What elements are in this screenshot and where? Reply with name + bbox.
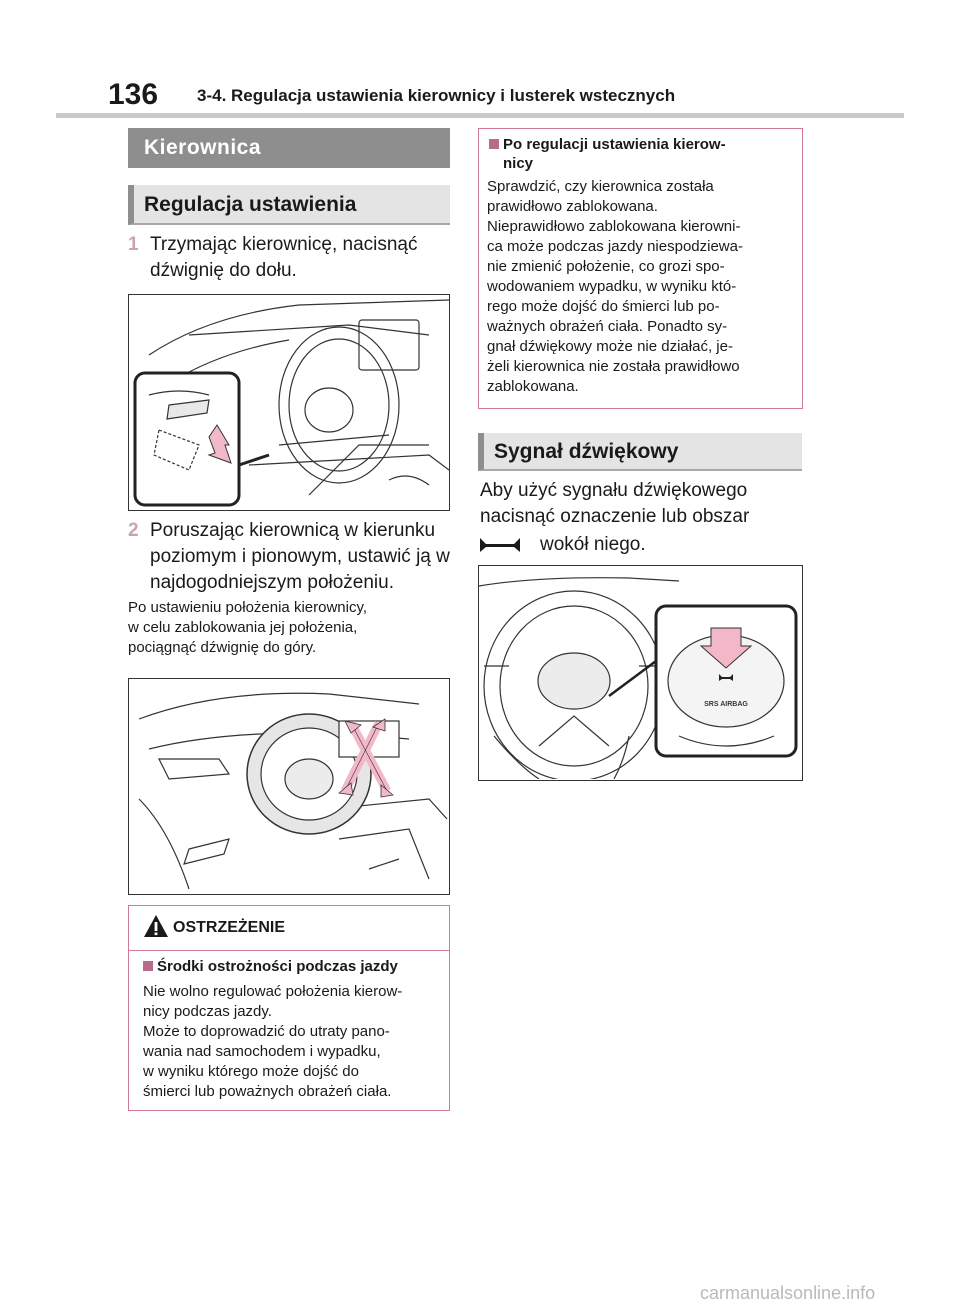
illustration-wheel-move (138, 692, 448, 890)
adjustment-note: Po ustawieniu położenia kierownicy, w ce… (128, 598, 458, 658)
chapter-title: 3-4. Regulacja ustawienia kierownicy i l… (197, 86, 676, 105)
airbag-label: SRS AIRBAG (704, 701, 748, 708)
warning-triangle-icon (144, 915, 168, 937)
page-number: 136 (108, 78, 159, 111)
step-text: Poruszając kierownicą w kierunku poziomy… (150, 520, 450, 593)
warning-body: Nie wolno regulować położenia kierow- ni… (143, 982, 443, 1102)
watermark: carmanualsonline.info (700, 1283, 876, 1303)
subsection-title-regulacja: Regulacja ustawienia (128, 185, 450, 225)
step-number: 1 (128, 234, 139, 255)
info-line: zablokowana. (487, 378, 579, 395)
info-line: żeli kierownica nie została prawidłowo (487, 358, 740, 375)
note-line: w celu zablokowania jej położenia, (128, 619, 358, 636)
info-body: Sprawdzić, czy kierownica została prawid… (487, 177, 797, 397)
info-box-lock-check: Po regulacji ustawienia kierow- nicy Spr… (478, 128, 803, 409)
illustration-lever-down (133, 299, 449, 507)
figure-tilt-lever (128, 294, 450, 511)
figure-wheel-adjust (128, 678, 450, 895)
horn-line: Aby użyć sygnału dźwiękowego (480, 480, 748, 501)
figure-horn-pad: SRS AIRBAG (478, 565, 803, 781)
info-line: ważnych obrażeń ciała. Ponadto sy- (487, 318, 728, 335)
note-line: Po ustawieniu położenia kierownicy, (128, 599, 368, 616)
horn-line: wokół niego. (540, 534, 646, 555)
horn-icon (480, 538, 520, 552)
horn-line: nacisnąć oznaczenie lub obszar (480, 506, 750, 527)
header-rule (56, 113, 904, 118)
warning-line: wania nad samochodem i wypadku, (143, 1043, 381, 1060)
warning-line: Nie wolno regulować położenia kierow- (143, 983, 403, 1000)
warning-subtitle-text: Środki ostrożności podczas jazdy (157, 958, 398, 975)
square-bullet-icon (489, 139, 499, 149)
info-subtitle-line1: Po regulacji ustawienia kierow- (489, 135, 789, 154)
warning-line: w wyniku którego może dojść do (143, 1063, 359, 1080)
warning-header: OSTRZEŻENIE (129, 906, 449, 951)
step-1: 1 Trzymając kierownicę, nacisnąć dźwigni… (128, 232, 458, 288)
illustration-horn-pad: SRS AIRBAG (479, 577, 798, 779)
warning-box: OSTRZEŻENIE Środki ostrożności podczas j… (128, 905, 450, 1111)
warning-line: nicy podczas jazdy. (143, 1003, 272, 1020)
info-subtitle-line2: nicy (503, 155, 534, 172)
warning-line: Może to doprowadzić do utraty pano- (143, 1023, 390, 1040)
info-line: ca może podczas jazdy niespodziewa- (487, 238, 743, 255)
note-line: pociągnąć dźwignię do góry. (128, 639, 317, 656)
info-line: gnał dźwiękowy może nie działać, je- (487, 338, 733, 355)
step-text: Trzymając kierownicę, nacisnąć dźwignię … (150, 234, 418, 281)
square-bullet-icon (143, 961, 153, 971)
info-line: Sprawdzić, czy kierownica została (487, 178, 714, 195)
step-number: 2 (128, 520, 139, 541)
info-line: rego może dojść do śmierci lub po- (487, 298, 720, 315)
subsection-title-sygnal: Sygnał dźwiękowy (478, 433, 802, 471)
info-line: Nieprawidłowo zablokowana kierowni- (487, 218, 741, 235)
step-2: 2 Poruszając kierownicą w kierunku pozio… (128, 518, 458, 600)
info-line: wodowaniem wypadku, w wyniku któ- (487, 278, 737, 295)
section-title-kierownica: Kierownica (128, 128, 450, 168)
info-subtitle: Po regulacji ustawienia kierow- nicy (489, 135, 789, 173)
warning-title: OSTRZEŻENIE (173, 919, 286, 936)
warning-subtitle: Środki ostrożności podczas jazdy (143, 958, 398, 975)
info-subtitle-text: Po regulacji ustawienia kierow- (503, 136, 726, 153)
info-line: nie zmienić położenie, co grozi spo- (487, 258, 725, 275)
horn-instructions: Aby użyć sygnału dźwiękowego nacisnąć oz… (480, 478, 810, 530)
info-line: prawidłowo zablokowana. (487, 198, 658, 215)
warning-line: śmierci lub poważnych obrażeń ciała. (143, 1083, 392, 1100)
